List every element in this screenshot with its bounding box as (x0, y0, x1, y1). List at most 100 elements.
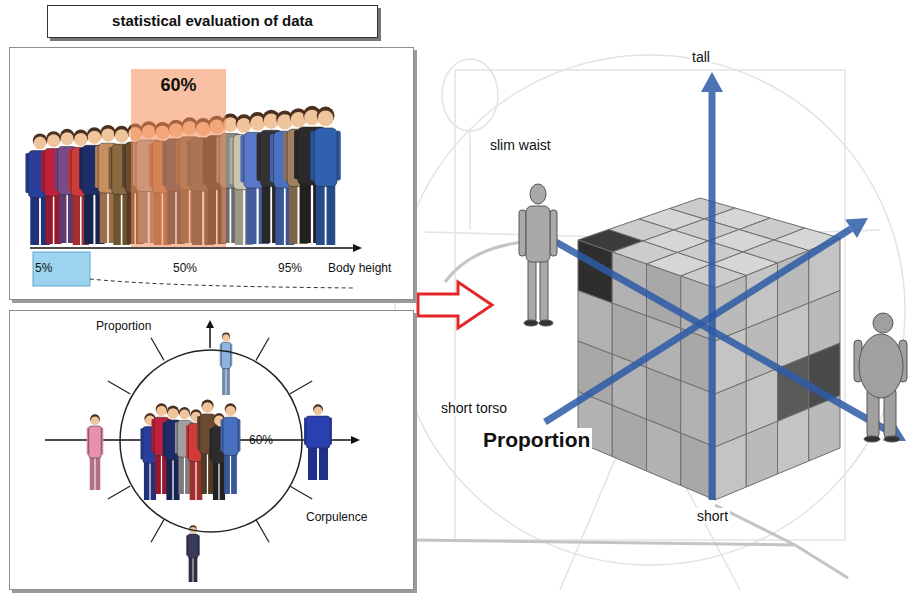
spoke-line (108, 381, 131, 394)
slim-figure (519, 184, 557, 326)
person-leg (300, 176, 311, 243)
proportion-axis (206, 320, 214, 348)
axis-label: 50% (173, 262, 197, 276)
person-hair (222, 333, 230, 341)
spoke-line (256, 520, 269, 543)
person-leg (327, 178, 336, 245)
panel-ground (9, 310, 414, 590)
person-torso (223, 417, 238, 455)
person-head (61, 132, 74, 145)
person-figure (220, 333, 233, 395)
corpulence-axis-head (351, 436, 360, 444)
chart-panel: 5%50%95%Body height60% (9, 47, 414, 300)
person-leg (189, 554, 193, 582)
figure-foot (884, 436, 900, 442)
figure-foot (539, 320, 553, 326)
height-axis-head (353, 244, 362, 252)
person-head (91, 417, 100, 426)
percent-label: 60% (160, 75, 196, 96)
axis-label: Proportion (96, 320, 151, 334)
figure-foot (524, 320, 538, 326)
panel-ground (9, 47, 414, 300)
person-head (222, 334, 229, 341)
spoke-line (108, 486, 131, 499)
vitruvian-square (455, 70, 845, 540)
support-line (414, 505, 848, 578)
axis-label: Corpulence (306, 511, 367, 525)
cube-right-cell (809, 396, 840, 462)
axis-end-label: tall (690, 49, 712, 65)
person-leg (213, 458, 218, 500)
figure-label: slim waist (488, 137, 553, 153)
vitruvian-limbs (425, 131, 880, 590)
spoke-line (151, 338, 164, 361)
person-leg (113, 187, 121, 245)
person-leg (308, 443, 317, 480)
figure-leg (540, 258, 548, 322)
corpulent-figure (854, 313, 907, 442)
person-figure (87, 414, 104, 490)
spoke-line (151, 520, 164, 543)
axis-end-label: short (695, 508, 730, 524)
figure-arm (519, 210, 526, 256)
axis-title: Proportion (481, 428, 592, 452)
person-leg (289, 178, 298, 244)
person-torso (306, 416, 330, 448)
person-leg (275, 180, 283, 245)
spoke-line (290, 486, 313, 499)
person-leg (319, 443, 328, 480)
spoke-line (290, 381, 313, 394)
figure-foot (864, 436, 880, 442)
person-figure (221, 403, 241, 494)
person-leg (155, 450, 161, 494)
figure-leg (528, 258, 536, 322)
cube-right-cell (715, 434, 746, 500)
person-leg (231, 450, 237, 494)
person-head (101, 128, 114, 141)
diagram-title: statistical evaluation of data (47, 5, 378, 38)
circle-border (120, 350, 302, 532)
figure-torso (526, 206, 550, 262)
cube-left-cell (647, 419, 681, 485)
person-leg (100, 186, 107, 243)
distribution-curve (90, 279, 355, 288)
person-head (202, 402, 213, 413)
person-head (318, 111, 334, 127)
axis-label: Body height (328, 262, 391, 276)
distribution-area (33, 252, 90, 286)
person-head (180, 409, 190, 419)
person-leg (46, 189, 53, 244)
height-axis-shaft (30, 247, 353, 249)
transfer-arrow (418, 282, 492, 328)
proportion-axis-shaft (209, 328, 211, 348)
person-torso (314, 128, 337, 187)
person-leg (201, 448, 207, 494)
proportion-axis-head (206, 320, 214, 328)
person-leg (226, 365, 230, 395)
percentile-band: 60% (131, 69, 226, 247)
tall-short-axis-head (701, 72, 723, 92)
pointer-line (445, 242, 524, 282)
person-leg (190, 456, 196, 500)
figure-arm (550, 210, 557, 256)
person-leg (235, 181, 243, 245)
person-head (225, 406, 235, 416)
person-leg (178, 452, 183, 494)
person-leg (246, 180, 256, 244)
height-chart (9, 47, 414, 300)
vitruvian-circle (395, 55, 905, 565)
figure-head (873, 313, 893, 333)
axis-end-label: short torso (439, 400, 509, 416)
figure-head (530, 184, 546, 204)
figure-body (859, 334, 903, 398)
person-leg (90, 453, 95, 490)
proportion-axis-3d-head (845, 218, 868, 238)
person-head (88, 131, 101, 144)
cube-right-cell (778, 408, 809, 474)
person-leg (222, 365, 226, 395)
person-leg (316, 178, 325, 245)
person-head (47, 134, 60, 147)
person-head (115, 129, 129, 143)
spoke-line (256, 338, 269, 361)
